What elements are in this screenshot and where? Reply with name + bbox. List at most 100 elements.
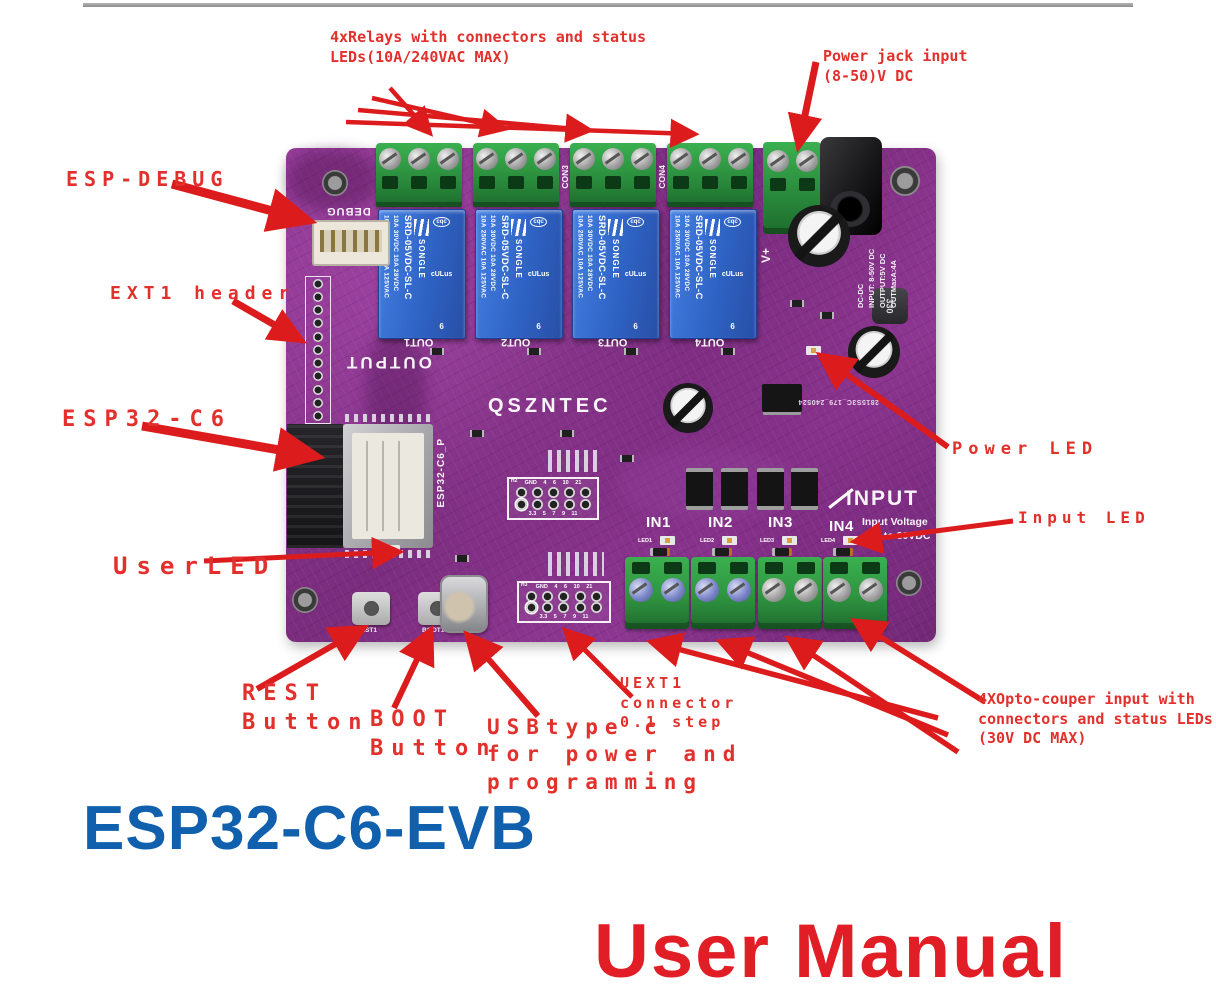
songle-logo (510, 219, 526, 236)
input-terminal-2 (691, 557, 755, 629)
arrow-relay-1 (388, 86, 434, 137)
esp32-antenna (287, 424, 343, 548)
input-terminal-4 (823, 557, 887, 629)
label-userled: UserLED (113, 552, 278, 580)
smd-component (721, 348, 735, 355)
smd-component (560, 430, 574, 437)
arrow-opto-2 (715, 636, 950, 738)
user-led (385, 545, 400, 554)
relay-2: 10A 250VAC 10A 125VAC 10A 30VDC 10A 28VD… (475, 209, 563, 339)
label-power-jack: Power jack input (8-50)V DC (823, 47, 968, 85)
smd-component (620, 455, 634, 462)
arrow-boot (391, 624, 435, 710)
vin-terminal (763, 142, 821, 234)
relay-3: 10A 250VAC 10A 125VAC 10A 30VDC 10A 28VD… (572, 209, 660, 339)
esp32-label (352, 433, 424, 539)
relay-1: 10A 250VAC 10A 125VAC 10A 30VDC 10A 28VD… (378, 209, 466, 339)
label-relays: 4xRelays with connectors and status LEDs… (330, 28, 647, 66)
arrow-power-jack (787, 61, 823, 153)
inductor-330: 330 (872, 288, 908, 324)
input-led-group-2: LED2 (700, 536, 756, 558)
out3-silk: OUT3 (598, 336, 628, 348)
debug-silk: DEBUG (326, 205, 371, 217)
h2-header: H2 GND 4 6 10 21 3.3 5 7 9 11 (507, 477, 599, 520)
label-input-led: Input LED (1018, 508, 1150, 527)
label-esp-debug: ESP-DEBUG (66, 167, 229, 191)
smd-component (455, 555, 469, 562)
arrow-relay-2 (371, 95, 510, 138)
reset-button (352, 592, 390, 625)
con3-silk: CON3 (560, 165, 570, 189)
out2-silk: OUT2 (501, 336, 531, 348)
smd-component (527, 348, 541, 355)
electrolytic-cap (788, 205, 850, 267)
in4-silk: IN4 (829, 518, 854, 535)
module-silk: ESP32-C6_P (436, 438, 447, 508)
header-pads (548, 552, 604, 576)
brand-silk: QSZNTEC (488, 395, 612, 417)
mounting-hole (322, 170, 348, 196)
mounting-hole (890, 166, 920, 196)
input-led-group-3: LED3 (760, 536, 816, 558)
output-silk: OUTPUT (344, 353, 432, 372)
songle-logo (607, 219, 623, 236)
relay-terminal-2 (473, 143, 559, 207)
usb-c-connector (440, 575, 488, 633)
smd-component (430, 348, 444, 355)
input-led-group-1: LED1 (638, 536, 694, 558)
relay-4: 10A 250VAC 10A 125VAC 10A 30VDC 10A 28VD… (669, 209, 757, 339)
optocoupler-1 (686, 468, 713, 510)
label-ext1: EXT1 header (110, 283, 296, 304)
optocoupler-4 (791, 468, 818, 510)
vplus-silk: V+ (759, 248, 773, 264)
relay-terminal-1 (376, 143, 462, 207)
smd-component (820, 312, 834, 319)
input-voltage-silk: Input Voltage (862, 516, 928, 528)
smd-component (790, 300, 804, 307)
out4-silk: OUT4 (695, 336, 725, 348)
smd-component (470, 430, 484, 437)
label-rest: REST Button (242, 681, 370, 735)
arrow-opto-3 (784, 635, 960, 755)
input-terminal-1 (625, 557, 689, 629)
top-divider (83, 3, 1133, 7)
arrow-usb (463, 630, 541, 718)
ext1-header (305, 276, 331, 424)
mounting-hole (896, 570, 922, 596)
voltage-regulator (762, 384, 802, 412)
songle-logo (704, 219, 720, 236)
debug-connector (312, 220, 390, 266)
out1-silk: OUT1 (404, 336, 434, 348)
label-opto: 4XOpto-couper input with connectors and … (978, 690, 1213, 747)
label-usb: USBtype c for power and programming (487, 715, 743, 794)
in3-silk: IN3 (768, 514, 793, 531)
product-title: ESP32-C6-EVB (83, 794, 537, 863)
in1-silk: IN1 (646, 514, 671, 531)
optocoupler-3 (757, 468, 784, 510)
in2-silk: IN2 (708, 514, 733, 531)
arrow-relay-3 (357, 107, 595, 143)
input-voltage-value-silk: up to 30VDC (868, 530, 931, 542)
relay-terminal-3 (570, 143, 656, 207)
con4-silk: CON4 (657, 165, 667, 189)
manual-title: User Manual (594, 909, 1068, 994)
label-esp32c6: ESP32-C6 (62, 407, 232, 432)
smd-component (624, 348, 638, 355)
header-pads (548, 450, 600, 472)
uext1-header: H3 GND 4 6 10 21 3.3 5 7 9 11 (517, 581, 611, 623)
input-terminal-3 (758, 557, 822, 629)
optocoupler-2 (721, 468, 748, 510)
arrow-relay-4 (345, 118, 700, 148)
relay-terminal-4 (667, 143, 753, 207)
batch-silk: 2815S3C_179_240524 (798, 398, 880, 405)
label-boot: BOOT Button (370, 707, 498, 761)
electrolytic-cap (848, 326, 900, 378)
power-led (806, 346, 821, 355)
songle-logo (413, 219, 429, 236)
rest1-silk: REST1 (356, 627, 377, 634)
module-pads (345, 414, 435, 422)
input-silk: INPUT (846, 487, 919, 510)
mounting-hole (292, 587, 318, 613)
